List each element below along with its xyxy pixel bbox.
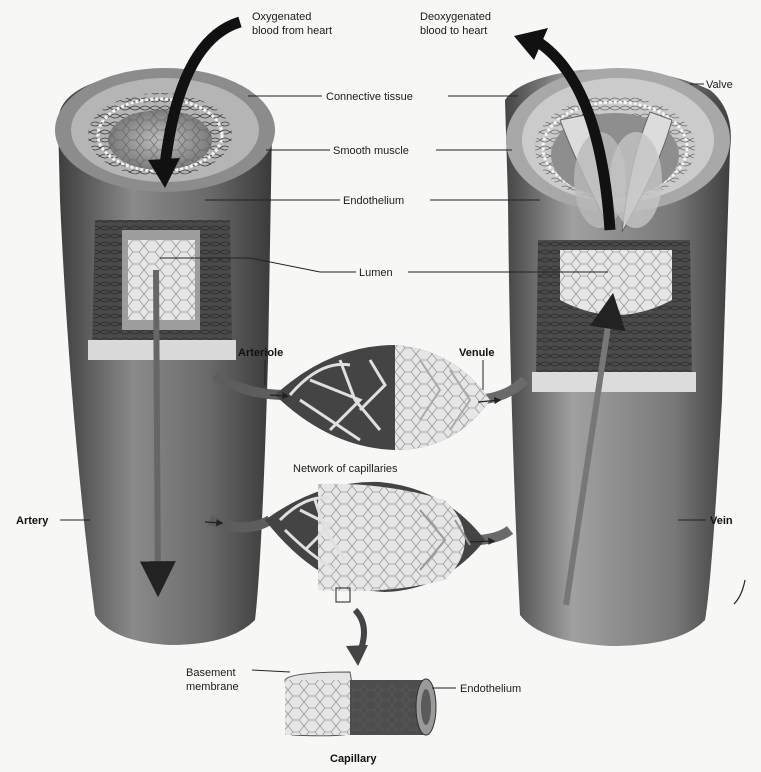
deoxygenated-label-line1: Deoxygenated	[420, 11, 491, 23]
endothelium-label: Endothelium	[343, 195, 404, 207]
network-of-capillaries-label: Network of capillaries	[293, 463, 398, 475]
capillary-endothelium-label: Endothelium	[460, 683, 521, 695]
arteriole-label: Arteriole	[238, 347, 283, 359]
artery-label: Artery	[16, 515, 49, 527]
oxygenated-label-line1: Oxygenated	[252, 11, 311, 23]
basement-membrane-label-line2: membrane	[186, 681, 239, 693]
vein-vessel	[505, 68, 731, 646]
capillary-label: Capillary	[330, 753, 377, 765]
capillary-detail	[285, 672, 436, 736]
connective-tissue-label: Connective tissue	[326, 91, 413, 103]
lumen-label: Lumen	[359, 267, 393, 279]
oxygenated-label-line2: blood from heart	[252, 25, 332, 37]
vein-label: Vein	[710, 515, 733, 527]
deoxygenated-label-line2: blood to heart	[420, 25, 487, 37]
valve-label: Valve	[706, 79, 733, 91]
smooth-muscle-label: Smooth muscle	[333, 145, 409, 157]
basement-membrane-label-line1: Basement	[186, 667, 236, 679]
venule-label: Venule	[459, 347, 494, 359]
